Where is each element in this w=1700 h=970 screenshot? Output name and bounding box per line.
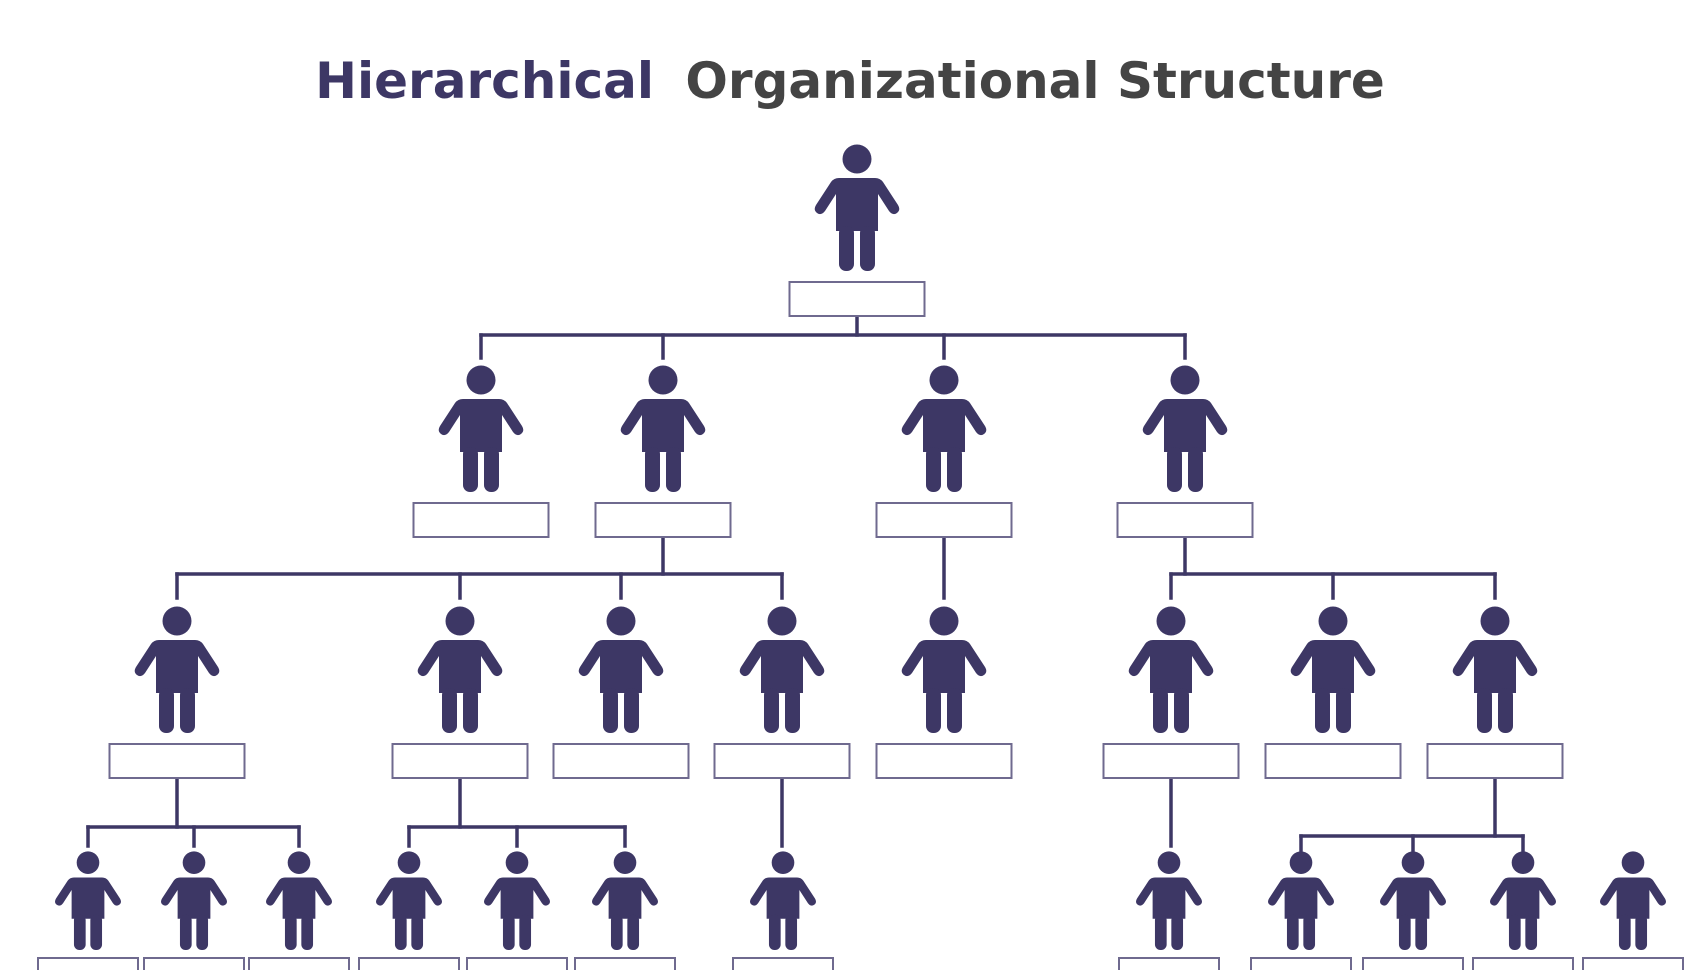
people-nodes: [55, 144, 1666, 950]
person-icon: [1600, 851, 1666, 950]
person-icon: [376, 851, 442, 950]
person-icon: [1128, 606, 1214, 733]
person-icon: [417, 606, 503, 733]
label-box-level2: [594, 502, 732, 538]
label-box-level3: [1426, 743, 1564, 779]
label-box-level4: [466, 957, 568, 970]
label-box-level4: [248, 957, 350, 970]
title-rest: Organizational Structure: [685, 52, 1384, 110]
person-icon: [814, 144, 900, 271]
person-icon: [134, 606, 220, 733]
person-icon: [592, 851, 658, 950]
title-highlight: Hierarchical: [315, 52, 654, 110]
label-box-level1: [788, 281, 926, 317]
label-box-level3: [108, 743, 246, 779]
person-icon: [1268, 851, 1334, 950]
label-box-level4: [1250, 957, 1352, 970]
person-icon: [1136, 851, 1202, 950]
label-box-level4: [1472, 957, 1574, 970]
label-box-level4: [1362, 957, 1464, 970]
person-icon: [739, 606, 825, 733]
label-box-level3: [875, 743, 1013, 779]
person-icon: [578, 606, 664, 733]
label-box-level3: [552, 743, 690, 779]
person-icon: [484, 851, 550, 950]
label-box-level4: [37, 957, 139, 970]
label-box-level4: [358, 957, 460, 970]
person-icon: [266, 851, 332, 950]
person-icon: [161, 851, 227, 950]
connector-lines: [86, 288, 1525, 852]
label-box-level4: [143, 957, 245, 970]
person-icon: [901, 606, 987, 733]
label-box-level4: [1118, 957, 1220, 970]
person-icon: [438, 365, 524, 492]
person-icon: [901, 365, 987, 492]
person-icon: [1380, 851, 1446, 950]
label-box-level3: [1264, 743, 1402, 779]
label-box-level4: [732, 957, 834, 970]
person-icon: [620, 365, 706, 492]
person-icon: [55, 851, 121, 950]
label-box-level3: [1102, 743, 1240, 779]
label-box-level2: [1116, 502, 1254, 538]
label-box-level4: [574, 957, 676, 970]
label-box-level3: [713, 743, 851, 779]
label-box-level4: [1582, 957, 1684, 970]
person-icon: [1490, 851, 1556, 950]
person-icon: [750, 851, 816, 950]
label-box-level3: [391, 743, 529, 779]
label-box-level2: [412, 502, 550, 538]
person-icon: [1290, 606, 1376, 733]
label-box-level2: [875, 502, 1013, 538]
diagram-title: Hierarchical Organizational Structure: [315, 52, 1385, 110]
person-icon: [1142, 365, 1228, 492]
person-icon: [1452, 606, 1538, 733]
label-boxes: [37, 281, 1684, 970]
